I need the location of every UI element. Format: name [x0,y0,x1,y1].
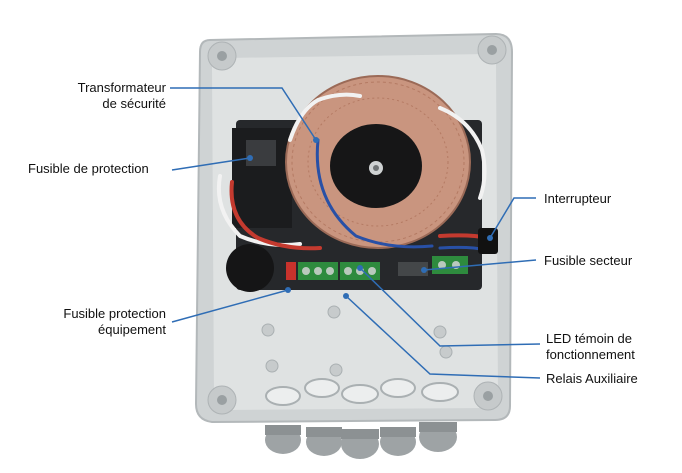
leader-relais [345,295,541,379]
switch [478,228,498,254]
gland-openings [265,378,459,406]
label-led: LED témoin de fonctionnement [546,331,635,363]
label-fusible-protection: Fusible de protection [28,161,149,176]
label-fusible-secteur: Fusible secteur [544,253,633,268]
corner-bosses [207,35,507,415]
leader-interrupteur [489,197,536,239]
label-fusible-equipement-line1: Fusible protection [63,306,166,321]
label-transformateur-line1: Transformateur [77,80,166,95]
label-interrupteur: Interrupteur [544,191,612,206]
toroid-transformer [285,75,471,249]
label-transformateur-line2: de sécurité [102,96,166,111]
label-fusible-equipement-line2: équipement [98,322,166,337]
label-transformateur: Transformateur de sécurité [40,80,166,112]
leader-transformateur [170,87,317,141]
leader-lines [170,87,541,379]
leader-dots [247,137,493,299]
mounting-bosses [261,305,453,377]
label-fusible-equipement: Fusible protection équipement [30,306,166,338]
leader-fusible-protection [171,157,251,171]
leader-fusible-secteur [423,259,537,271]
leader-fusible-equipement [171,289,289,323]
label-led-line1: LED témoin de [546,331,632,346]
cable-glands [265,422,457,459]
label-led-line2: fonctionnement [546,347,635,362]
leader-led [359,267,541,347]
capacitor [226,244,274,292]
label-relais: Relais Auxiliaire [546,371,638,386]
